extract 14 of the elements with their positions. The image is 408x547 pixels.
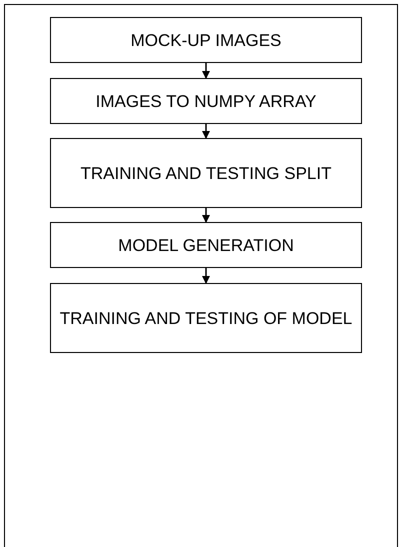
process-box [50, 283, 362, 353]
arrow [202, 208, 210, 223]
box-label: TRAINING AND TESTING SPLIT [80, 162, 332, 184]
arrow [202, 124, 210, 139]
box-label: TRAINING AND TESTING OF MODEL [60, 308, 352, 330]
box-label: IMAGES TO NUMPY ARRAY [96, 90, 316, 112]
process-box [50, 222, 362, 268]
process-box [50, 138, 362, 208]
process-box [50, 78, 362, 124]
box-label: MOCK-UP IMAGES [130, 30, 282, 52]
arrow [202, 268, 210, 284]
arrow [202, 63, 210, 79]
box-label: MODEL GENERATION [118, 234, 294, 256]
process-box [50, 17, 362, 63]
